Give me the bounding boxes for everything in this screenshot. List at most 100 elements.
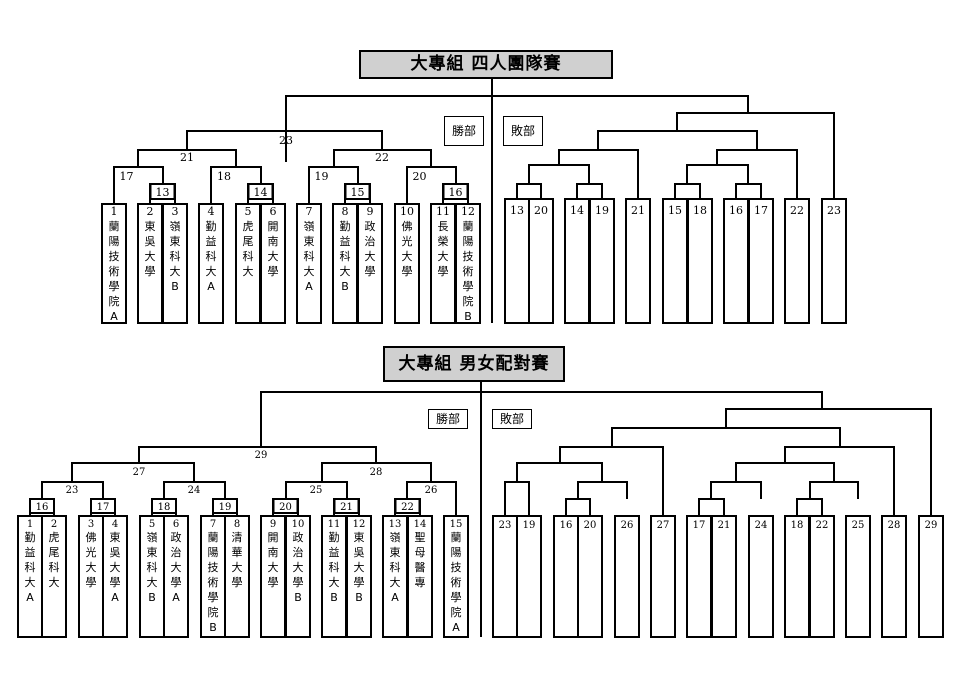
loser-slot-box <box>662 198 688 324</box>
loser-slot-number: 26 <box>621 520 634 531</box>
loser-slot-number: 22 <box>816 520 829 531</box>
match-number: 17 <box>97 502 110 513</box>
match-number: 20 <box>279 502 292 513</box>
loser-slot-number: 17 <box>754 204 768 217</box>
loser-slot-box <box>516 515 542 638</box>
loser-slot-number: 18 <box>693 204 707 217</box>
team-box <box>285 515 311 638</box>
loser-slot-box <box>809 515 835 638</box>
team-seed: 5 <box>245 205 252 218</box>
loser-slot-box <box>625 198 651 324</box>
team-seed: 4 <box>112 519 118 530</box>
team-seed: 10 <box>292 519 305 530</box>
team-name: 虎尾科大 <box>243 220 254 278</box>
loser-slot-box <box>723 198 749 324</box>
team-seed: 2 <box>51 519 57 530</box>
loser-slot-number: 16 <box>729 204 743 217</box>
bracket-line <box>674 183 701 199</box>
team-name: 長榮大學 <box>438 220 449 278</box>
loser-slot-number: 16 <box>560 520 573 531</box>
bracket-line <box>686 164 749 184</box>
loser-slot-number: 21 <box>718 520 731 531</box>
match-number: 21 <box>180 151 194 164</box>
team-seed: 9 <box>367 205 374 218</box>
match-number: 17 <box>120 170 134 183</box>
team-seed: 10 <box>400 205 414 218</box>
team-box <box>321 515 347 638</box>
team-box <box>260 203 286 324</box>
match-number: 28 <box>370 467 383 478</box>
loser-slot-number: 28 <box>888 520 901 531</box>
match-number: 24 <box>188 485 201 496</box>
team-seed: 12 <box>353 519 366 530</box>
match-number: 22 <box>375 151 389 164</box>
loser-slot-number: 19 <box>595 204 609 217</box>
final-connector <box>285 95 749 162</box>
team-name: 聖母醫專 <box>415 531 426 589</box>
loser-slot-box <box>687 198 713 324</box>
team-seed: 15 <box>450 519 463 530</box>
loser-slot-box <box>881 515 907 638</box>
loser-slot-box <box>711 515 737 638</box>
match-number: 16 <box>449 186 463 199</box>
match-number: 20 <box>413 170 427 183</box>
loser-slot-number: 20 <box>534 204 548 217</box>
final-connector <box>260 391 823 447</box>
bracket-line <box>698 498 725 516</box>
match-number: 27 <box>133 467 146 478</box>
team-seed: 7 <box>306 205 313 218</box>
bracket-line <box>516 183 542 199</box>
team-seed: 3 <box>88 519 94 530</box>
loser-slot-number: 13 <box>510 204 524 217</box>
section-title-team: 大專組 四人團隊賽 <box>359 50 613 79</box>
loser-slot-box <box>784 198 810 324</box>
bracket-line <box>735 183 762 199</box>
bracket-line <box>576 183 603 199</box>
team-box <box>346 515 372 638</box>
bracket-line <box>565 498 591 516</box>
loser-slot-number: 15 <box>668 204 682 217</box>
bracket-line <box>558 149 639 199</box>
loser-slot-box <box>650 515 676 638</box>
team-seed: 6 <box>173 519 179 530</box>
team-seed: 4 <box>208 205 215 218</box>
match-number: 19 <box>315 170 329 183</box>
match-number: 22 <box>401 502 414 513</box>
team-seed: 9 <box>270 519 276 530</box>
team-box <box>296 203 322 324</box>
loser-slot-box <box>492 515 518 638</box>
team-box <box>101 203 127 324</box>
bracket-line <box>725 408 932 516</box>
team-seed: 11 <box>436 205 450 218</box>
team-box <box>162 203 188 324</box>
team-seed: 5 <box>149 519 155 530</box>
bracket-line <box>138 446 377 463</box>
loser-slot-box <box>589 198 615 324</box>
team-seed: 1 <box>111 205 118 218</box>
loser-slot-box <box>564 198 590 324</box>
loser-slot-number: 23 <box>499 520 512 531</box>
loser-slot-number: 14 <box>570 204 584 217</box>
team-seed: 13 <box>389 519 402 530</box>
match-number: 13 <box>156 186 170 199</box>
bracket-line <box>676 112 835 199</box>
bracket-line <box>710 481 762 499</box>
loser-slot-number: 21 <box>631 204 645 217</box>
loser-slot-number: 25 <box>852 520 865 531</box>
match-number: 16 <box>36 502 49 513</box>
bracket-line <box>716 149 798 199</box>
bracket-line <box>528 164 590 184</box>
